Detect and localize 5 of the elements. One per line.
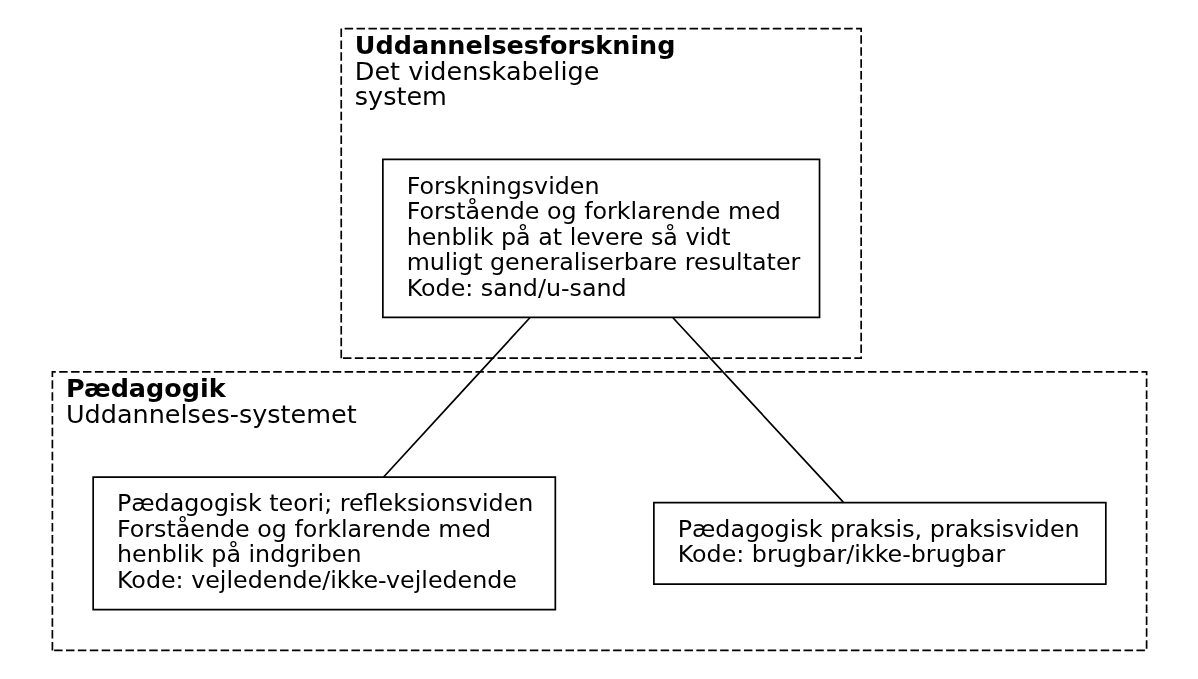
- node-box: Forskningsviden Forstående og forklarende med henblik på at levere så vidt muligt generaliserbare resultater Kode: sand/u-sand: [381, 158, 820, 319]
- node-box: Pædagogisk praksis, praksisviden Kode: brugbar/ikke-brugbar: [652, 501, 1107, 585]
- connector: [671, 316, 844, 503]
- node-box: Pædagogisk teori; refleksionsviden Forstående og forklarende med henblik på indgriben Kode: vejledende/ikke-vejledende: [91, 476, 556, 611]
- connector: [382, 316, 531, 478]
